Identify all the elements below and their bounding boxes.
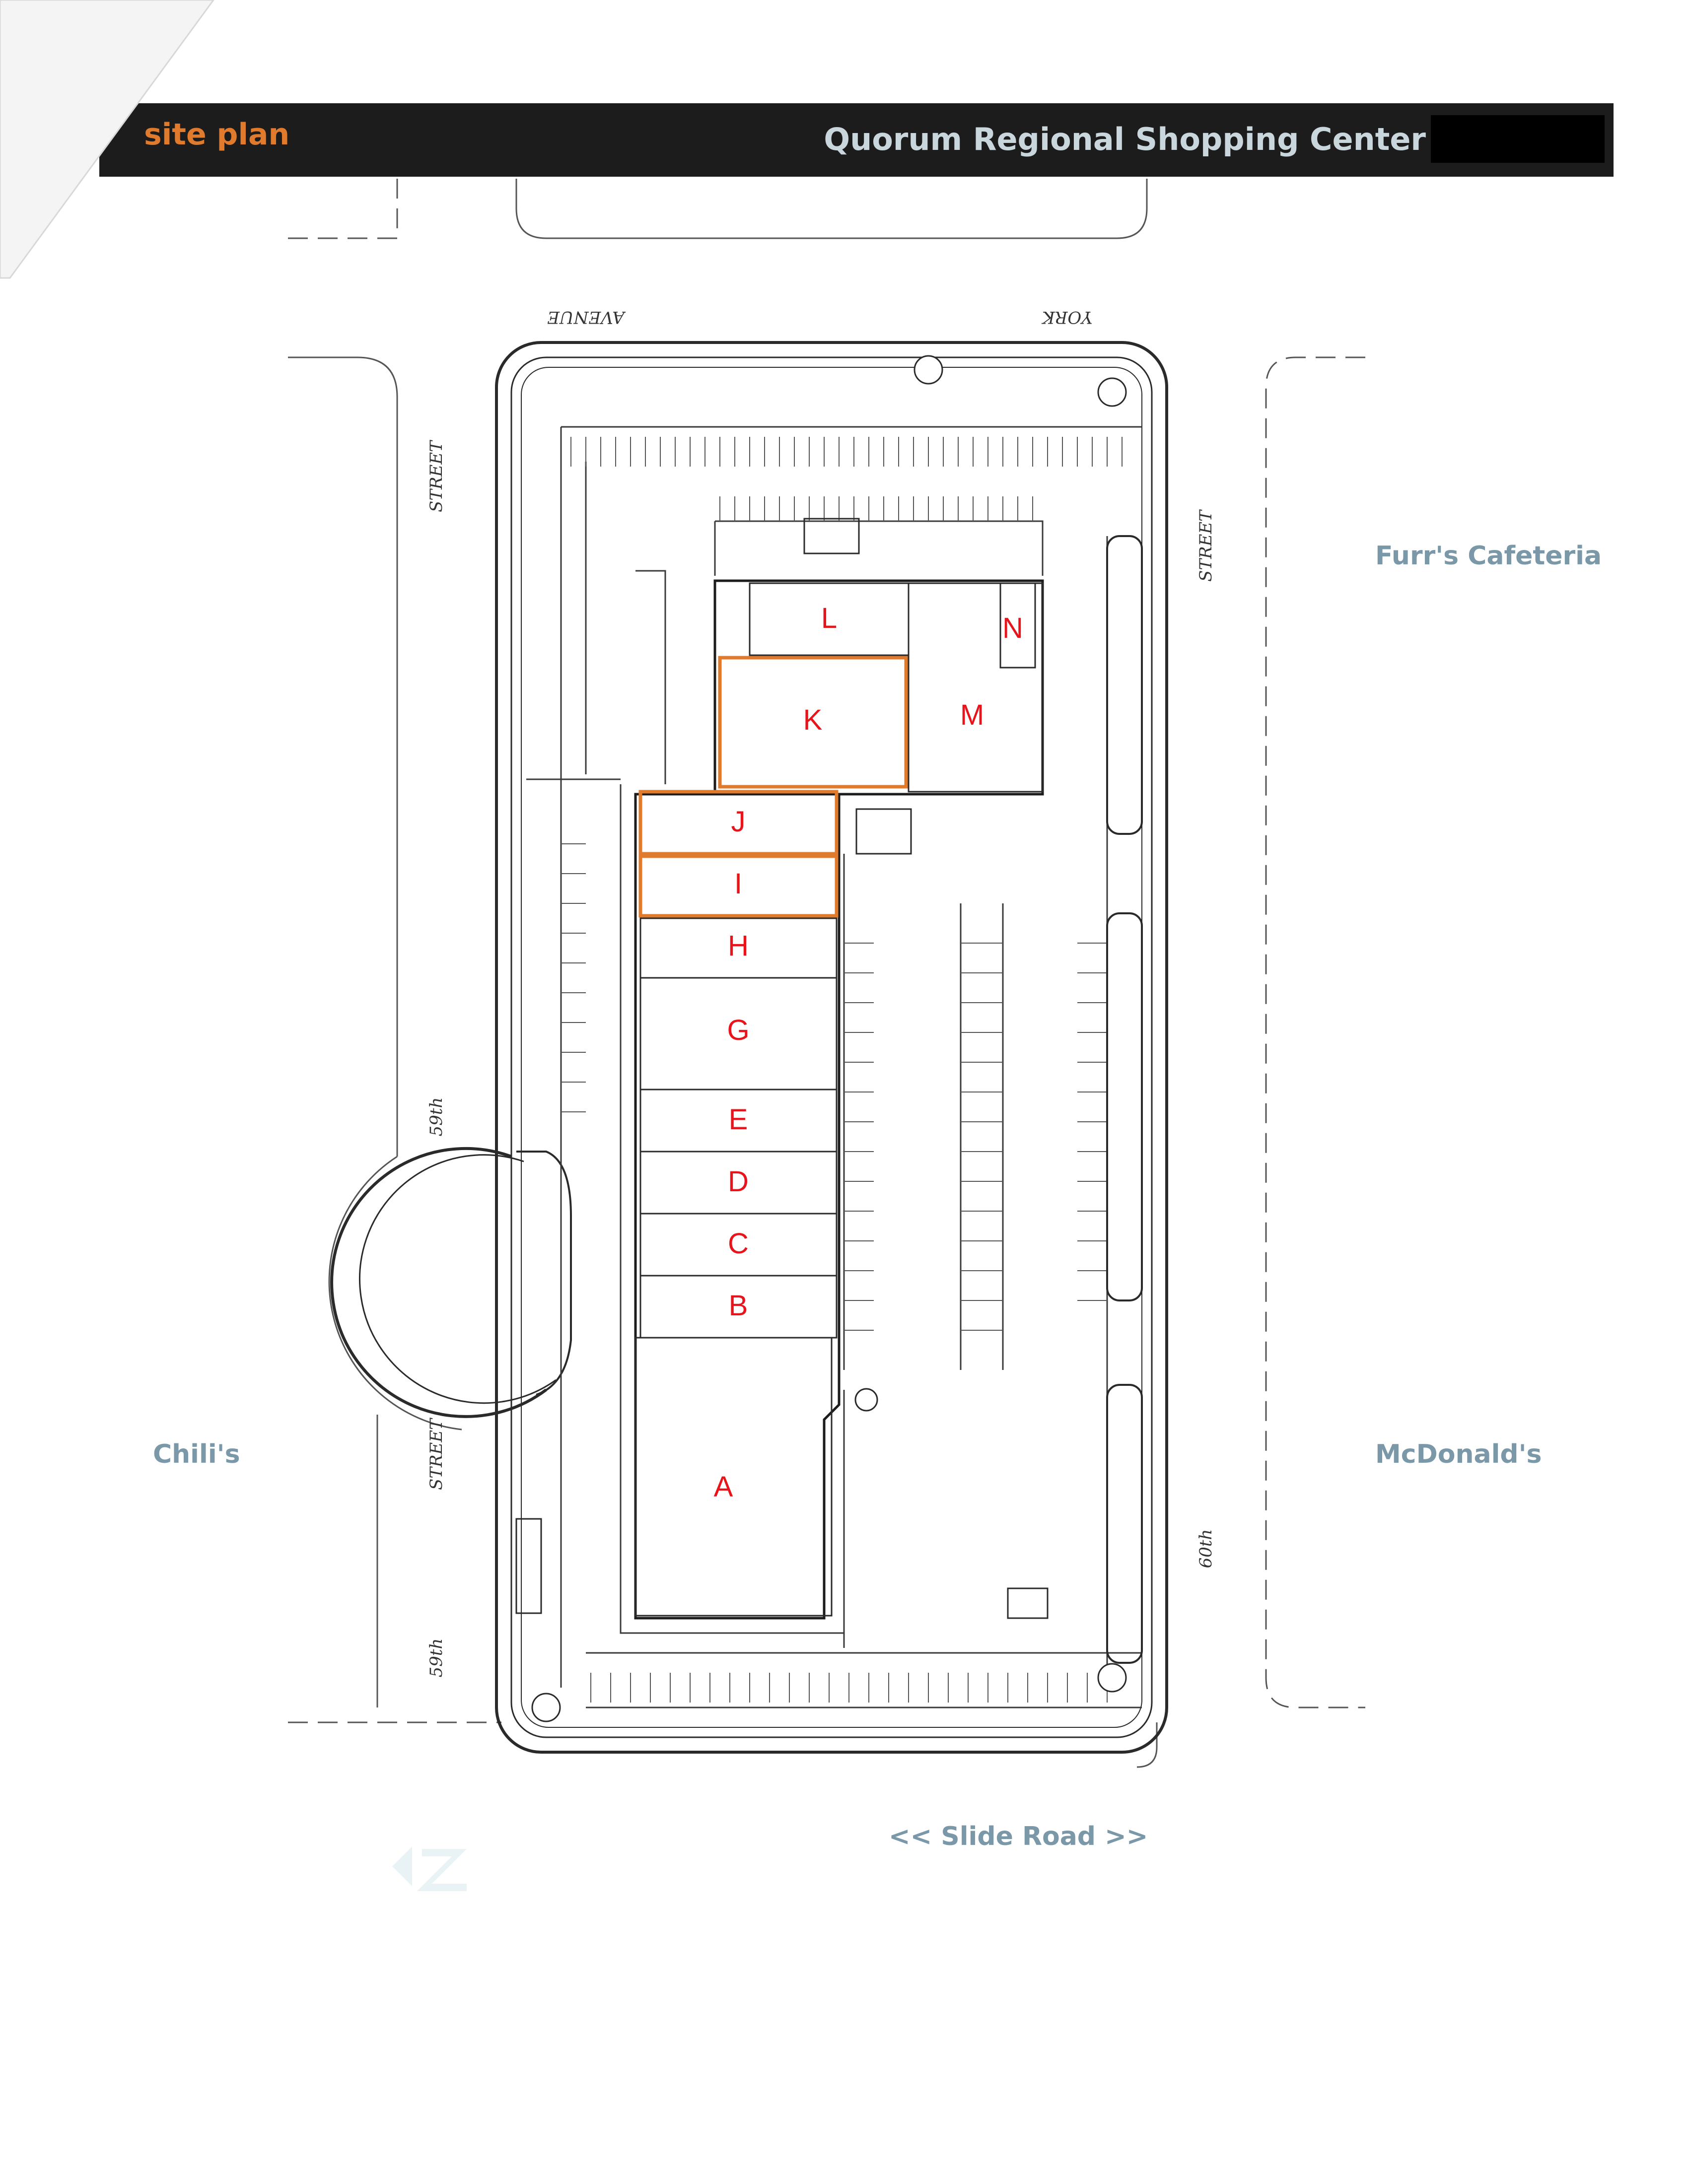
redaction-block xyxy=(1431,115,1605,163)
unit-l-label: L xyxy=(821,602,837,634)
unit-m-label: M xyxy=(960,699,984,731)
cul-de-sac xyxy=(330,1147,572,1418)
unit-j-label: J xyxy=(731,806,746,838)
neighbor-mcdonalds: McDonald's xyxy=(1375,1439,1542,1469)
unit-h-label: H xyxy=(728,930,749,962)
unit-a-outline xyxy=(634,1337,833,1617)
section-label: site plan xyxy=(144,117,290,152)
unit-g-label: G xyxy=(727,1014,749,1046)
unit-d-label: D xyxy=(728,1165,749,1198)
unit-i-outline xyxy=(638,854,839,918)
page-title: Quorum Regional Shopping Center xyxy=(824,121,1426,157)
unit-k-label: K xyxy=(803,704,823,736)
east-islands xyxy=(1106,535,1143,1664)
unit-n-label: N xyxy=(1002,612,1023,644)
road-curbs xyxy=(288,179,1365,1768)
trees xyxy=(531,355,1127,1722)
header-bar: site plan Quorum Regional Shopping Cente… xyxy=(99,103,1614,177)
unit-m-outline xyxy=(908,582,1044,793)
unit-i-label: I xyxy=(734,868,742,900)
street-label-right-1: STREET xyxy=(1196,509,1216,582)
slide-road-label: << Slide Road >> xyxy=(889,1822,1148,1851)
unit-e-label: E xyxy=(729,1103,748,1136)
street-label-left-1: STREET xyxy=(426,440,446,512)
neighbor-chilis: Chili's xyxy=(153,1439,240,1469)
site-features xyxy=(515,518,1049,1619)
street-label-right-2: 60th xyxy=(1196,1529,1216,1569)
building-footprint xyxy=(634,579,1044,1620)
unit-b-label: B xyxy=(729,1290,748,1322)
unit-a-label: A xyxy=(714,1471,733,1503)
folded-corner xyxy=(0,0,214,279)
unit-j-outline xyxy=(638,790,839,856)
street-label-left-4: 59th xyxy=(426,1638,446,1678)
neighbor-furrs-cafeteria: Furr's Cafeteria xyxy=(1375,541,1602,571)
unit-c-label: C xyxy=(728,1228,749,1260)
street-label-top-left: AVENUE xyxy=(547,307,626,327)
street-label-left-2: 59th xyxy=(426,1097,446,1137)
unit-k-outline xyxy=(718,656,908,789)
street-label-left-3: STREET xyxy=(426,1418,446,1490)
north-arrow-icon xyxy=(392,1846,467,1891)
street-label-top-right: YORK xyxy=(1041,307,1093,327)
parking-stalls xyxy=(561,437,1123,1703)
